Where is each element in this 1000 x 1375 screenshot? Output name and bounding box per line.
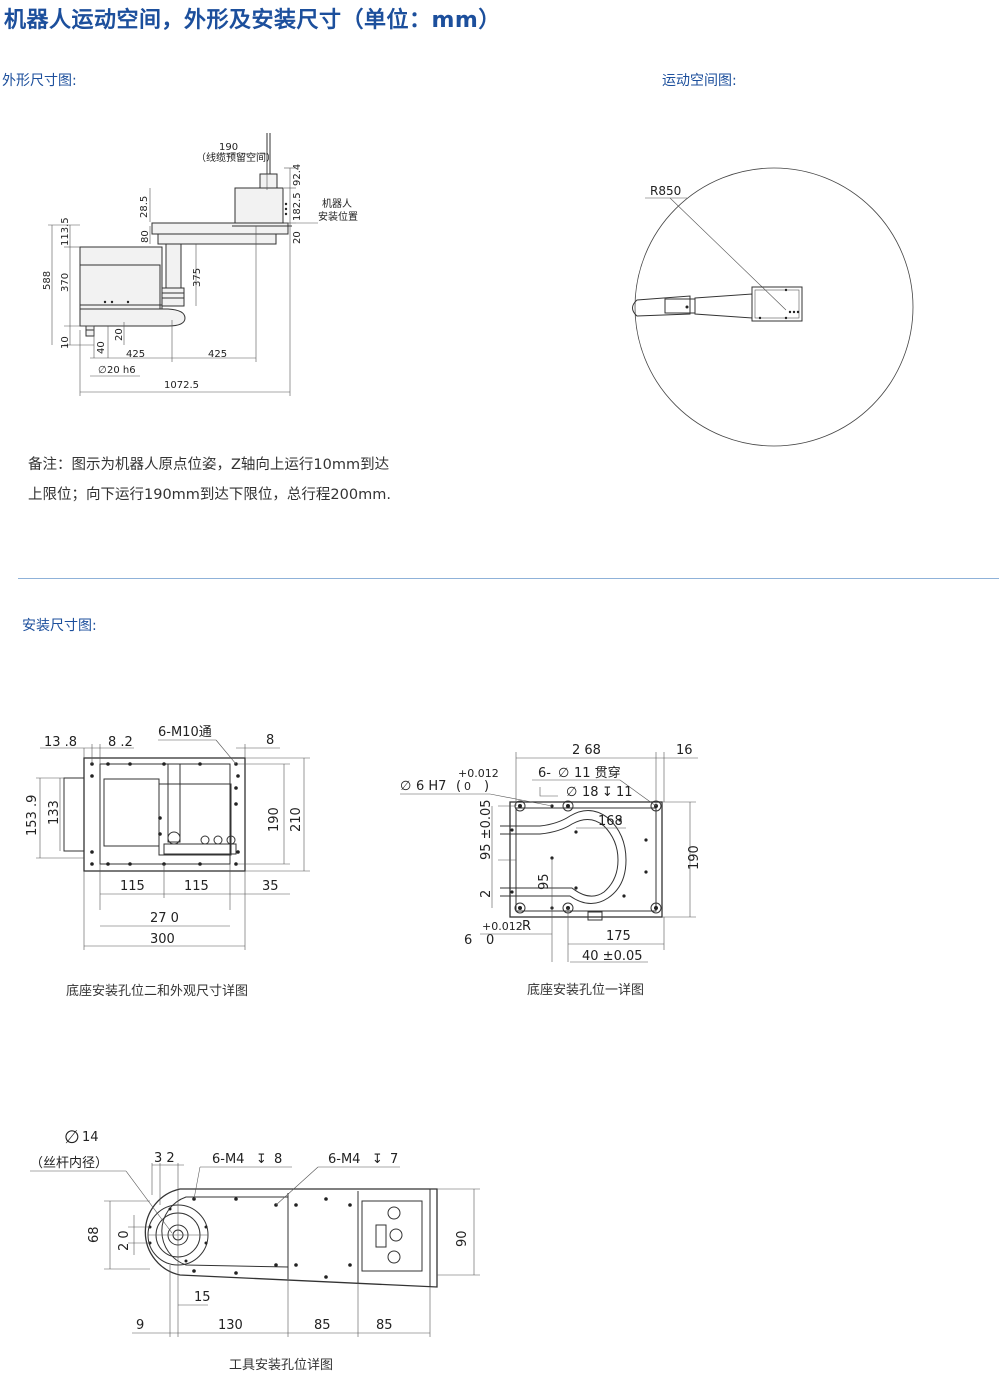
dim-shaft: 20 h6	[107, 365, 136, 376]
dim-35: 35	[262, 879, 279, 894]
caption-base-1: 底座安装孔位一详图	[527, 983, 645, 998]
screw-note: （丝杆内径）	[30, 1155, 108, 1171]
m4-8-label: 6-M4	[212, 1152, 244, 1167]
m4-7-label: 6-M4	[328, 1152, 360, 1167]
slot-tol: +0.012	[482, 920, 523, 933]
dim-68: 68	[87, 1226, 102, 1243]
dim-80: 80	[140, 230, 151, 243]
dim-133: 133	[47, 800, 62, 825]
dim-m10: 6-M10通	[158, 725, 212, 740]
dim-375: 375	[192, 268, 203, 287]
m4-7-depth: 7	[390, 1152, 398, 1167]
dim-130: 130	[218, 1318, 243, 1333]
section-divider	[18, 578, 999, 579]
dim-13-8: 13 .8	[44, 735, 77, 750]
dim-588: 588	[42, 271, 53, 290]
svg-text:∅: ∅	[64, 1127, 80, 1148]
holes-label: 6-	[538, 766, 551, 781]
svg-text:∅: ∅	[558, 766, 569, 781]
dim-2-0: 2 0	[117, 1230, 132, 1251]
section-workspace-title: 运动空间图:	[662, 73, 737, 89]
dim-85-a: 85	[314, 1318, 331, 1333]
caption-base-2: 底座安装孔位二和外观尺寸详图	[66, 984, 249, 999]
dim-10: 10	[60, 336, 71, 349]
pin-tol-lo: 0	[464, 780, 471, 793]
dim-95: 95	[537, 873, 552, 890]
svg-text:(: (	[456, 779, 461, 794]
page-title: 机器人运动空间，外形及安装尺寸（单位：mm）	[4, 8, 501, 33]
dim-92-4: 92.4	[292, 164, 303, 186]
dim-190-right: 190	[687, 845, 702, 870]
svg-text:↧: ↧	[256, 1152, 267, 1167]
dim-9: 9	[136, 1318, 144, 1333]
m4-8-depth: 8	[274, 1152, 282, 1167]
dim-40-05: 40 ±0.05	[582, 949, 643, 964]
dim-182-5: 182.5	[292, 192, 303, 221]
section-outline-title: 外形尺寸图:	[2, 73, 77, 89]
pin-spec: 6 H7	[416, 779, 446, 794]
svg-text:∅: ∅	[400, 779, 411, 794]
dim-85-b: 85	[376, 1318, 393, 1333]
cbore-depth: 11	[616, 785, 633, 800]
dim-425-a: 425	[126, 349, 145, 360]
section-mounting-title: 安装尺寸图:	[22, 618, 97, 634]
slot-w: 6	[464, 933, 472, 948]
cbore-dia: 18	[582, 785, 599, 800]
dim-90: 90	[455, 1230, 470, 1247]
note-line-1: 备注：图示为机器人原点位姿，Z轴向上运行10mm到达	[28, 457, 390, 473]
dim-300: 300	[150, 932, 175, 947]
dim-20-top: 20	[292, 231, 303, 244]
dim-113-5: 113.5	[60, 217, 71, 246]
dim-115-b: 115	[184, 879, 209, 894]
note-line-2: 上限位；向下运行190mm到达下限位，总行程200mm.	[28, 487, 391, 503]
dim-1072-5: 1072.5	[164, 380, 199, 391]
dim-15: 15	[194, 1290, 211, 1305]
dim-425-b: 425	[208, 349, 227, 360]
outline-drawing: 190 （线缆预留空间） 28.5 92.4 182.5 20 机器人 安装位置…	[42, 133, 358, 396]
dim-268: 2 68	[572, 743, 601, 758]
dim-270: 27 0	[150, 911, 179, 926]
dim-cable-note: （线缆预留空间）	[196, 151, 276, 164]
dim-cable: 190	[219, 142, 238, 153]
pin-tol-up: +0.012	[458, 767, 499, 780]
dim-168: 168	[598, 814, 623, 829]
dim-95-05: 95 ±0.05	[479, 799, 494, 860]
workspace-radius: R850	[650, 184, 681, 198]
mount-label-1: 机器人	[322, 197, 352, 210]
workspace-drawing: R850	[632, 167, 914, 447]
dim-115-a: 115	[120, 879, 145, 894]
dim-370: 370	[60, 273, 71, 292]
mount-label-2: 安装位置	[318, 210, 358, 223]
svg-text:↧: ↧	[372, 1152, 383, 1167]
dim-210: 210	[289, 807, 304, 832]
tool-mount-drawing: ∅ 14 （丝杆内径） 3 2 6-M4 ↧ 8 6-M4 ↧ 7 68 2 0…	[30, 1127, 480, 1337]
dim-28-5: 28.5	[139, 196, 150, 218]
dim-8-2: 8 .2	[108, 735, 133, 750]
holes-spec: 11 贯穿	[574, 765, 621, 781]
dim-16: 16	[676, 743, 693, 758]
dim-phi14: 14	[82, 1130, 99, 1145]
base-mount-2-drawing: 13 .8 8 .2 6-M10通 8 153 .9 133 190 210 1…	[25, 725, 310, 950]
svg-text:): )	[484, 779, 489, 794]
svg-text:∅: ∅	[98, 365, 107, 376]
dim-175: 175	[606, 929, 631, 944]
dim-153-9: 153 .9	[25, 795, 40, 836]
caption-tool: 工具安装孔位详图	[229, 1358, 334, 1373]
dim-40: 40	[96, 341, 107, 354]
svg-text:∅: ∅	[566, 785, 577, 800]
svg-text:↧: ↧	[602, 785, 613, 800]
dim-20-low: 20	[114, 328, 125, 341]
dim-3-2: 3 2	[154, 1151, 175, 1166]
slot-lo: 0	[486, 933, 494, 948]
dim-2: 2	[479, 890, 494, 898]
base-mount-1-drawing: 2 68 16 6- ∅ 11 贯穿 ∅ 18 ↧ 11 ∅ 6 H7 ( ) …	[400, 743, 702, 964]
slot-r: R	[522, 919, 531, 934]
dim-190: 190	[267, 807, 282, 832]
dim-8: 8	[266, 733, 274, 748]
